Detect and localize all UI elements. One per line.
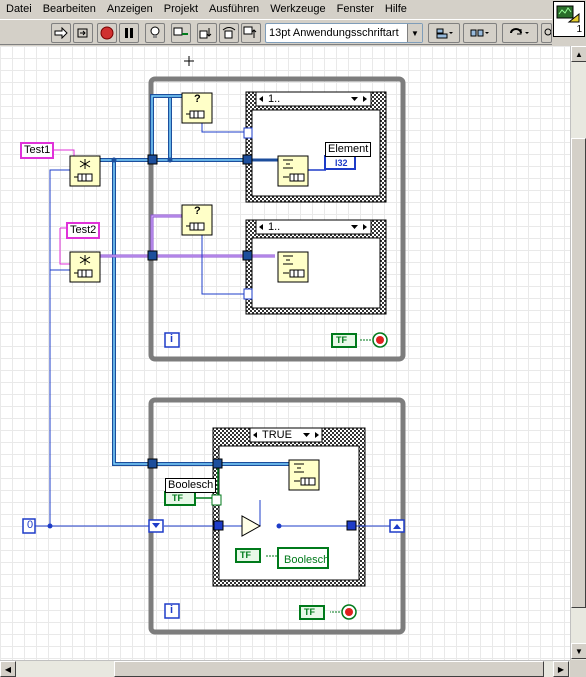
vertical-scrollbar[interactable]: ▲ ▼	[570, 46, 586, 660]
iteration-terminal-2: i	[170, 604, 174, 616]
while-loop-2[interactable]	[148, 397, 406, 635]
queue-status-q-1: ?	[194, 93, 201, 105]
indicator-boolesch[interactable]: Boolesch	[284, 554, 330, 566]
scroll-right-icon[interactable]: ▶	[553, 661, 569, 677]
vi-instance-number: 1	[576, 24, 582, 35]
control-label-test1[interactable]: Test1	[20, 142, 55, 159]
toolbar: 13pt Anwendungsschriftart ▼	[0, 19, 552, 45]
pause-icon[interactable]	[119, 23, 139, 43]
chevron-down-icon[interactable]: ▼	[407, 24, 422, 42]
increment-node[interactable]	[241, 515, 262, 537]
retain-values-icon[interactable]	[171, 23, 191, 43]
enqueue-node[interactable]	[288, 459, 320, 491]
cursor-crosshair	[184, 56, 194, 66]
const-zero-frame	[22, 518, 36, 534]
case-selector-terminals	[211, 127, 253, 506]
scroll-down-icon[interactable]: ▼	[571, 643, 586, 659]
scroll-left-icon[interactable]: ◀	[0, 661, 16, 677]
loop-stop-terminals[interactable]	[341, 332, 388, 620]
bool-const-label-4: TF	[172, 493, 183, 503]
step-into-icon[interactable]	[197, 23, 217, 43]
shift-registers[interactable]	[148, 519, 405, 533]
boolean-wires	[266, 339, 372, 613]
bool-const-label-1: TF	[336, 335, 347, 345]
case-selector-label-1[interactable]: 1..	[268, 93, 281, 105]
menu-anzeigen[interactable]: Anzeigen	[106, 3, 153, 15]
menu-datei[interactable]: Datei	[6, 3, 32, 15]
menu-bar: Datei Bearbeiten Anzeigen Projekt Ausfüh…	[0, 0, 552, 18]
search-icon[interactable]	[541, 23, 552, 43]
bool-const-label-2: TF	[304, 607, 315, 617]
case-structure-2[interactable]	[245, 219, 387, 315]
font-select-value: 13pt Anwendungsschriftart	[269, 27, 399, 39]
boolean-constants[interactable]	[164, 333, 357, 620]
highlight-bulb-icon[interactable]	[145, 23, 165, 43]
vi-icon[interactable]: 1	[553, 1, 585, 37]
tunnels	[47, 154, 357, 531]
run-continuous-icon[interactable]	[73, 23, 93, 43]
obtain-queue-node-1[interactable]	[69, 155, 101, 187]
obtain-queue-node-2[interactable]	[69, 251, 101, 283]
menu-bearbeiten[interactable]: Bearbeiten	[42, 3, 96, 15]
reorder-icon[interactable]	[502, 23, 538, 43]
menu-ausfuehren[interactable]: Ausführen	[209, 3, 260, 15]
boolesch-indicator-frame	[277, 547, 329, 569]
align-icon[interactable]	[428, 23, 460, 43]
scrollbar-corner	[570, 660, 586, 677]
distribute-icon[interactable]	[463, 23, 497, 43]
step-over-icon[interactable]	[219, 23, 239, 43]
menu-projekt[interactable]: Projekt	[163, 3, 199, 15]
block-diagram-graphics	[22, 56, 406, 635]
case-selector-label-3[interactable]: TRUE	[262, 429, 292, 441]
queue-status-node-1[interactable]	[181, 92, 213, 124]
menu-hilfe[interactable]: Hilfe	[384, 3, 407, 15]
horizontal-scrollbar[interactable]: ◀ ▶	[0, 660, 570, 677]
case-selector-label-2[interactable]: 1..	[268, 221, 281, 233]
control-label-boolesch[interactable]: Boolesch	[165, 478, 217, 493]
queue-status-q-2: ?	[194, 205, 201, 217]
vertical-scroll-thumb[interactable]	[571, 138, 586, 608]
menu-fenster[interactable]: Fenster	[336, 3, 374, 15]
control-label-test2[interactable]: Test2	[66, 222, 101, 239]
indicator-label-element[interactable]: Element	[325, 142, 372, 157]
iteration-terminals	[164, 332, 180, 619]
bool-const-label-3: TF	[240, 550, 251, 560]
font-select[interactable]: 13pt Anwendungsschriftart ▼	[265, 23, 423, 43]
iteration-terminal-1: i	[170, 333, 174, 345]
menu-werkzeuge[interactable]: Werkzeuge	[270, 3, 326, 15]
step-out-icon[interactable]	[241, 23, 261, 43]
scroll-up-icon[interactable]: ▲	[571, 46, 586, 62]
integer-wires	[34, 169, 390, 527]
block-diagram[interactable]: Test1 Test2 Element I32 Boolesch Boolesc…	[0, 46, 570, 660]
queue-status-node-2[interactable]	[181, 204, 213, 236]
element-type-i32: I32	[335, 158, 348, 168]
horizontal-scroll-thumb[interactable]	[114, 661, 544, 677]
constant-zero[interactable]: 0	[27, 519, 34, 531]
dequeue-node-2[interactable]	[277, 251, 309, 283]
dequeue-node-1[interactable]	[277, 155, 309, 187]
abort-icon[interactable]	[97, 23, 117, 43]
run-arrow-icon[interactable]	[51, 23, 71, 43]
